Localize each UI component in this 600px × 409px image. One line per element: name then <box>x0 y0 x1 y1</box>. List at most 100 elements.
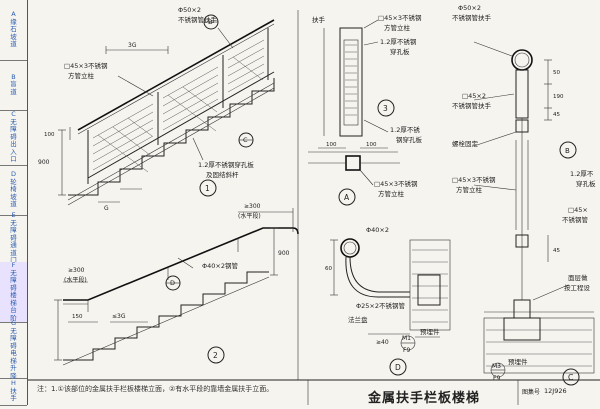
label-sq_post2: 方管立柱 <box>384 23 411 32</box>
label-circCc: C <box>568 373 573 382</box>
label-sq45_2: □45×3不锈钢 <box>378 13 422 22</box>
sidebar-tab-char: 无 <box>10 117 17 126</box>
sidebar-tab-char: 道 <box>10 87 17 96</box>
sidebar-tab-char: 轮 <box>10 177 17 186</box>
label-perf_short: 1.2厚不锈钢 <box>380 37 417 46</box>
label-circC: C <box>243 136 248 144</box>
label-sq45b: □45×2 <box>462 92 486 100</box>
sidebar-tab-char: 石 <box>10 25 17 34</box>
label-le3g: ≤3G <box>112 313 126 320</box>
label-perf_plate: 1.2厚不锈钢穿孔板 <box>198 160 254 169</box>
sidebar-tab-char: 阶 <box>10 313 17 322</box>
label-perf_c1: 1.2厚不 <box>570 170 594 178</box>
label-phi40b: Φ40×2 <box>366 226 389 234</box>
sidebar-tab-char: 出 <box>10 140 17 149</box>
label-face2: 按工程设 <box>564 283 591 292</box>
sidebar-tab-letter: E <box>11 211 16 220</box>
label-perf_a2: 钢穿孔板 <box>396 135 423 144</box>
label-dim900: 900 <box>38 159 50 166</box>
label-phi40: Φ40×2钢管 <box>202 261 238 270</box>
sidebar-tab-char: 无 <box>10 326 17 335</box>
label-circBb: B <box>565 147 570 155</box>
label-ge300: ≥300 <box>244 203 261 210</box>
label-dim60: 60 <box>325 266 332 272</box>
label-ss_rail_b: 不锈钢管扶手 <box>452 13 492 22</box>
sidebar-tab-letter: F <box>11 261 16 269</box>
sidebar-tab-char: 障 <box>10 226 17 235</box>
technical-drawing: Φ50×2不锈钢管扶手□45×3不锈钢方管立柱3G100900G1.2厚不锈钢穿… <box>28 4 600 405</box>
label-dim900: 900 <box>278 250 290 257</box>
label-sq45d: □45× <box>568 206 588 214</box>
label-handrail: 扶手 <box>312 15 326 24</box>
sidebar-tab-char: 道 <box>10 40 17 49</box>
label-embed2: 预埋件 <box>508 357 528 366</box>
perforated-panel <box>92 39 265 173</box>
label-flange: 法兰盘 <box>348 315 368 324</box>
label-f9b: F9 <box>493 375 500 382</box>
label-dim45: 45 <box>553 112 560 118</box>
sidebar-tab-char: 口 <box>10 155 17 164</box>
sidebar-tab-letter: C <box>11 110 16 119</box>
drawing-title: 金属扶手栏板楼梯 <box>368 391 481 406</box>
label-sq_post_a: 方管立柱 <box>378 189 405 198</box>
sidebar-tab-char: 盲 <box>10 80 17 89</box>
label-sq_post: 方管立柱 <box>68 71 95 80</box>
sidebar-tab-char: 障 <box>10 334 17 342</box>
sidebar-tab-char: 楼 <box>10 291 17 299</box>
sidebar-tab-char: 梯 <box>10 298 17 307</box>
label-ge40: ≥40 <box>376 339 389 346</box>
label-dim36: 3G <box>128 42 137 49</box>
label-sq45_1: □45×3不锈钢 <box>64 61 108 70</box>
label-phi25: Φ25×2不锈钢管 <box>356 301 405 310</box>
label-ss_rail_d: 不锈钢管 <box>562 215 589 224</box>
sidebar-tab-char: 升 <box>10 364 17 372</box>
sidebar-tab-char: 碍 <box>10 283 17 292</box>
sidebar-tab-char: 坡 <box>10 32 17 41</box>
label-embed: 预埋件 <box>420 327 440 336</box>
label-sq45_a: □45×3不锈钢 <box>374 179 418 188</box>
stair-railing-elevation <box>58 14 275 206</box>
label-level: (水平段) <box>238 212 261 220</box>
label-dim50: 50 <box>553 70 560 76</box>
label-perf_a1: 1.2厚不锈 <box>390 125 420 134</box>
label-dim190: 190 <box>553 94 564 100</box>
sidebar-tab-char: 碍 <box>10 233 17 242</box>
sidebar-tab-letter: H <box>11 379 16 388</box>
label-circ2: 2 <box>213 351 218 360</box>
label-g: G <box>104 205 109 212</box>
sidebar-tab-char: 扶 <box>10 386 17 395</box>
sidebar-tab-char: 障 <box>10 276 17 284</box>
label-circ3: 3 <box>383 104 388 113</box>
sidebar-tab-char: 通 <box>10 241 17 250</box>
label-sq_post_c: 方管立柱 <box>456 185 483 194</box>
wall-handrail-elevation-2 <box>54 208 299 366</box>
label-ge300b: ≥300 <box>68 267 85 274</box>
atlas-number: 12J926 <box>544 387 567 395</box>
sidebar-tab-char: 降 <box>10 371 17 380</box>
label-dim100b: 100 <box>366 142 377 148</box>
sidebar-tab-letter: D <box>10 170 16 179</box>
label-circA: A <box>344 193 350 202</box>
sidebar-tab-char: 缘 <box>10 17 17 26</box>
label-m1: M1 <box>402 335 411 342</box>
sidebar-tab-char: 坡 <box>10 192 17 201</box>
label-levelb: (水平段) <box>64 276 87 284</box>
label-phi50: Φ50×2 <box>178 6 201 14</box>
sidebar-tab-char: 碍 <box>10 341 17 350</box>
sidebar-tab-char: 无 <box>10 218 17 227</box>
label-circ1: 1 <box>205 184 210 193</box>
label-ss_rail_c: 不锈钢管扶手 <box>452 101 492 110</box>
atlas-label: 图集号 <box>522 389 541 396</box>
label-circD: D <box>170 279 175 287</box>
sidebar-tab-char: 碍 <box>10 132 17 141</box>
